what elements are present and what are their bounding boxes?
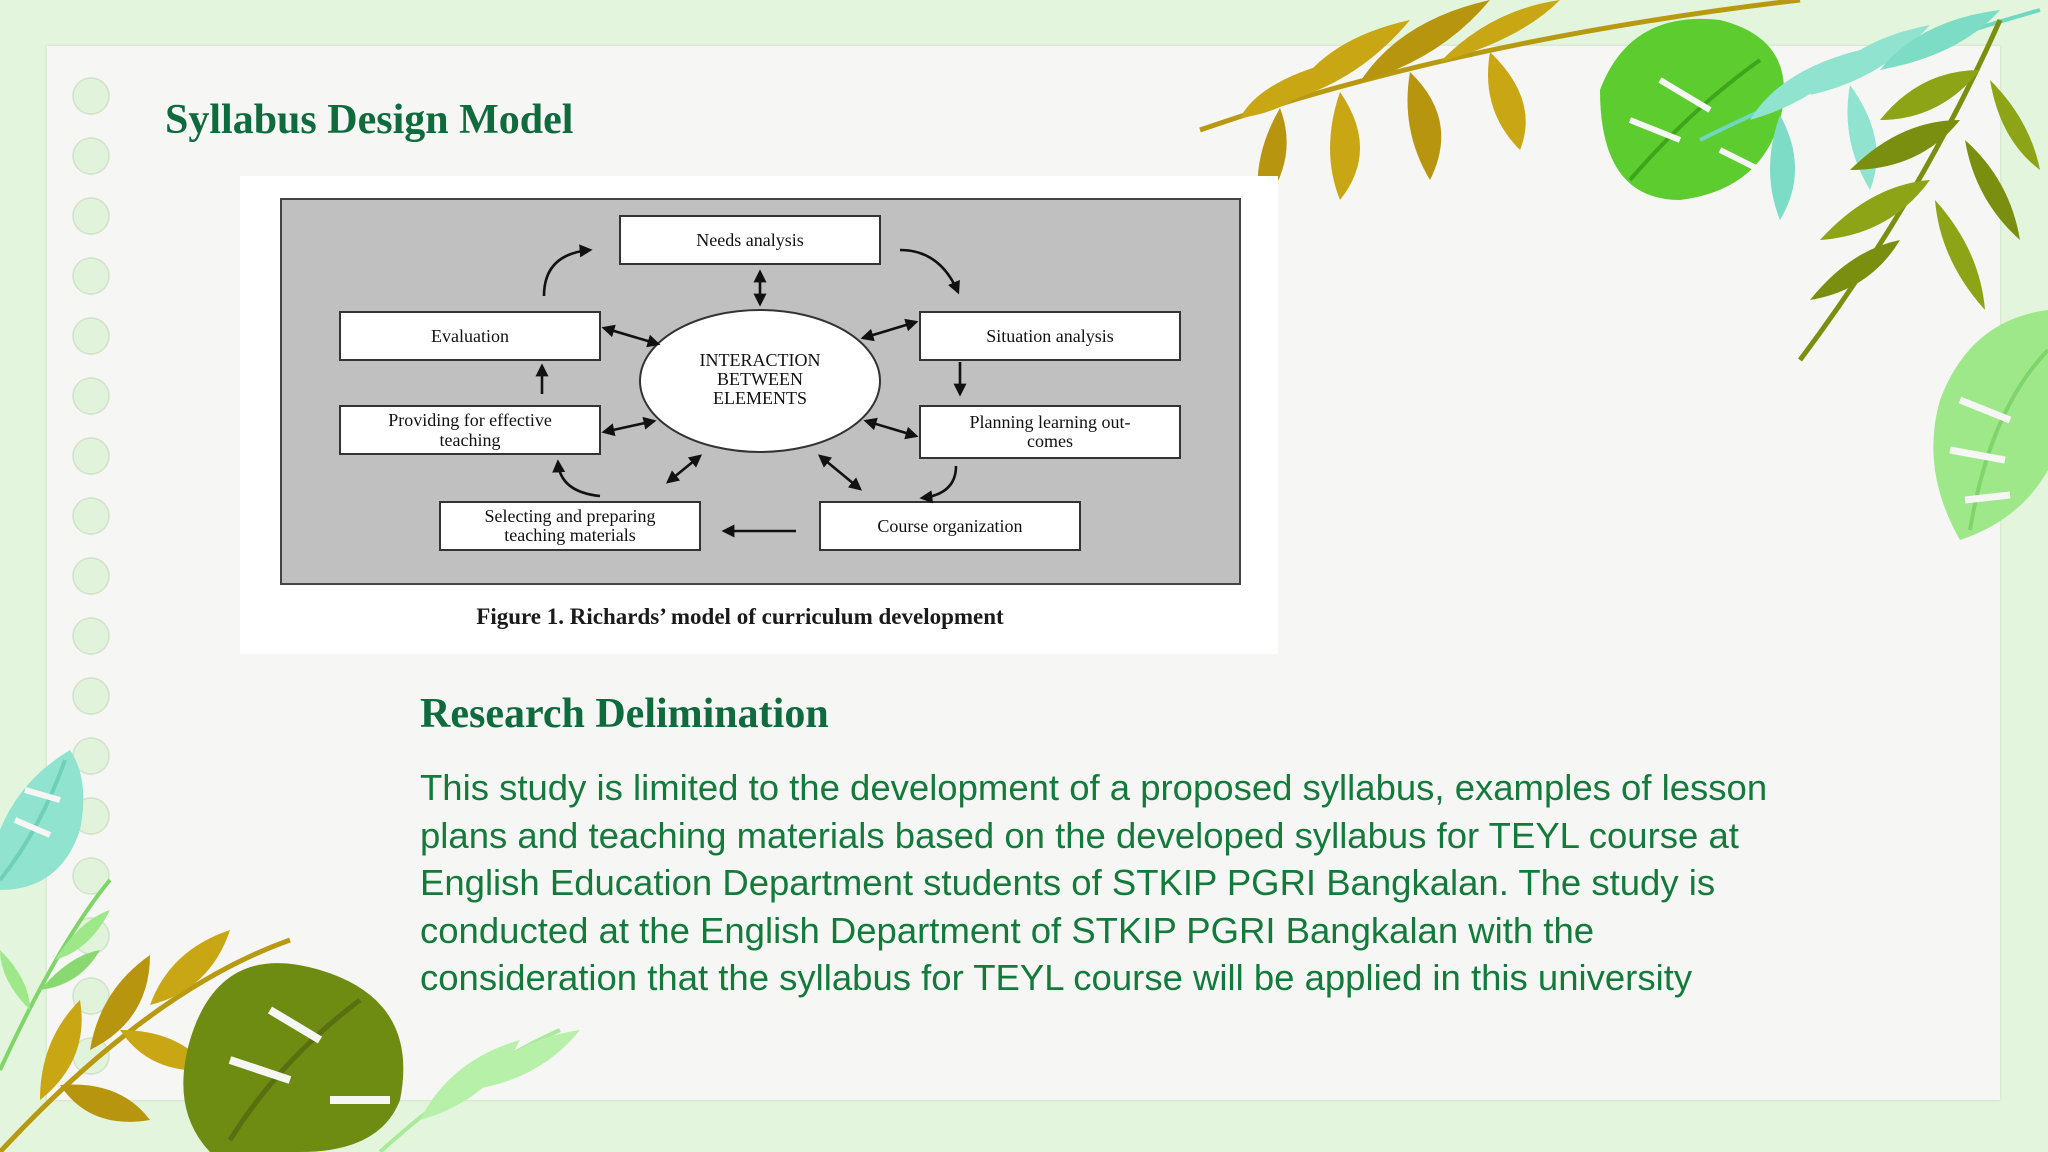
monstera-leaf-bright: [1600, 18, 1784, 200]
leaves-top-right-decoration: [1199, 0, 2041, 362]
monstera-leaf-right-decoration: [1933, 310, 2048, 540]
svg-text:Course organization: Course organization: [877, 516, 1022, 536]
palm-frond-olive: [1797, 18, 2040, 362]
palm-frond-pale: [378, 1028, 580, 1152]
body-line: plans and teaching materials based on th…: [420, 814, 1739, 856]
curriculum-diagram: Needs analysis Situation analysis Planni…: [280, 198, 1241, 585]
monstera-leaf-aqua: [0, 750, 84, 890]
svg-text:Providing for effective: Providing for effective: [388, 410, 552, 430]
svg-text:teaching materials: teaching materials: [504, 525, 635, 545]
svg-text:comes: comes: [1027, 431, 1073, 451]
palm-frond-aqua: [1699, 8, 2041, 220]
monstera-leaf-olive: [183, 963, 404, 1152]
box-planning-learning-outcomes: Planning learning out- comes: [919, 405, 1181, 459]
center-interaction-ellipse: INTERACTION BETWEEN ELEMENTS: [639, 309, 881, 453]
svg-text:Needs analysis: Needs analysis: [696, 230, 803, 250]
box-selecting-teaching-materials: Selecting and preparing teaching materia…: [439, 501, 701, 551]
svg-text:teaching: teaching: [440, 430, 501, 450]
interaction-arrows: [601, 269, 919, 491]
box-situation-analysis: Situation analysis: [919, 311, 1181, 361]
leaves-bottom-left-decoration: [0, 750, 580, 1152]
body-line: This study is limited to the development…: [420, 767, 1768, 808]
box-providing-effective-teaching: Providing for effective teaching: [339, 405, 601, 455]
body-line: English Education Department students of…: [420, 862, 1716, 903]
box-course-organization: Course organization: [819, 501, 1081, 551]
figure-caption: Figure 1. Richards’ model of curriculum …: [476, 604, 1004, 629]
section-body-paragraph: This study is limited to the development…: [420, 764, 1920, 1002]
body-line: conducted at the English Department of S…: [420, 909, 1595, 951]
svg-text:BETWEEN: BETWEEN: [717, 369, 803, 389]
box-evaluation: Evaluation: [339, 311, 601, 361]
palm-frond-lightgreen: [0, 878, 112, 1071]
curriculum-model-figure: Needs analysis Situation analysis Planni…: [240, 176, 1278, 654]
svg-text:Planning learning out-: Planning learning out-: [970, 412, 1131, 432]
svg-text:Evaluation: Evaluation: [431, 326, 509, 346]
box-needs-analysis: Needs analysis: [619, 215, 881, 265]
body-line: consideration that the syllabus for TEYL…: [420, 957, 1693, 998]
svg-text:INTERACTION: INTERACTION: [700, 350, 821, 370]
palm-frond-gold: [1199, 0, 1801, 210]
svg-text:ELEMENTS: ELEMENTS: [713, 388, 807, 408]
section-heading: Research Delimination: [420, 691, 829, 737]
slide-title: Syllabus Design Model: [165, 97, 574, 143]
svg-text:Situation analysis: Situation analysis: [986, 326, 1114, 346]
svg-text:Selecting and preparing: Selecting and preparing: [485, 506, 656, 526]
cycle-arrows: [535, 244, 967, 538]
